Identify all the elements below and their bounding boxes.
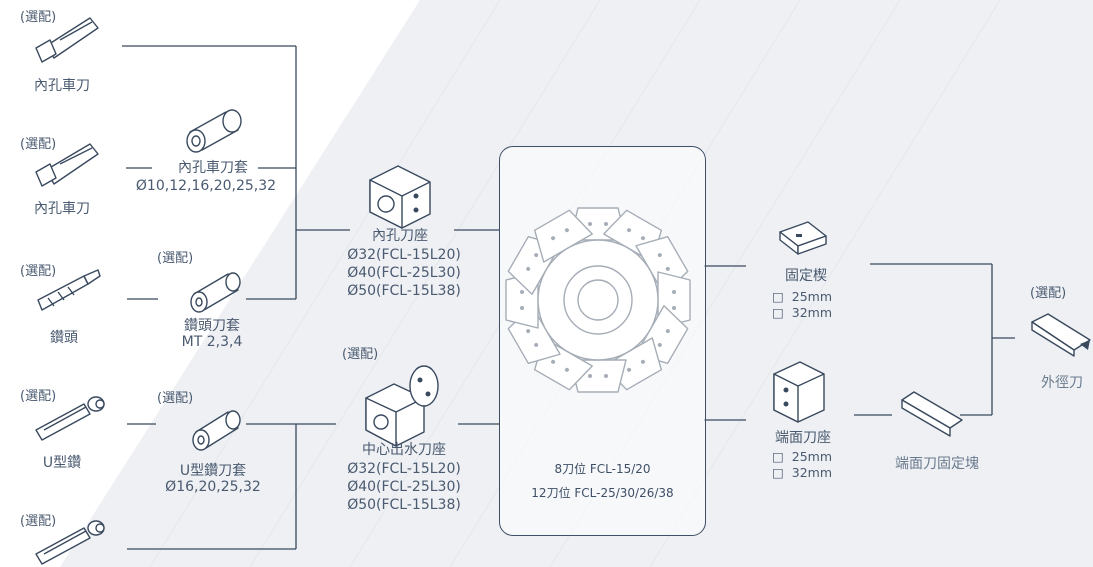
coolant-holder-spec: Ø40(FCL-25L30) [347,479,461,495]
fixed-wedge-size: □ 25mm [772,289,833,304]
optional-label: (選配) [20,10,57,25]
face-holder-icon [773,361,825,423]
u-drill-icon-1 [35,396,105,441]
connector-lines [122,45,1015,550]
face-block-icon [901,391,963,437]
od-tool-label: 外徑刀 [1041,375,1083,391]
drill-sleeve-icon [190,272,241,313]
optional-label: (選配) [342,347,379,362]
fixed-wedge-size: □ 32mm [772,305,833,320]
id-holder-spec: Ø40(FCL-25L30) [347,265,461,281]
boring-sleeve-icon [186,109,242,153]
boring-bar-icon-2 [35,143,99,187]
turret-spec-line2: 12刀位 FCL-25/30/26/38 [531,486,674,500]
u-drill-icon-2 [35,520,105,565]
optional-label: (選配) [20,514,57,529]
face-block-label: 端面刀固定塊 [895,456,979,472]
fixed-wedge-icon [779,221,827,255]
od-tool-icon [1031,313,1091,357]
optional-label: (選配) [20,389,57,404]
optional-label: (選配) [1030,286,1067,301]
turret-panel: 8刀位 FCL-15/20 12刀位 FCL-25/30/26/38 [499,146,706,536]
optional-label: (選配) [157,251,194,266]
id-holder-icon [369,165,431,229]
face-holder-size: □ 25mm [772,449,833,464]
face-holder-label: 端面刀座 [775,430,831,446]
drill-sleeve-sizes: MT 2,3,4 [181,334,243,350]
id-holder-spec: Ø50(FCL-15L38) [347,283,461,299]
u-drill-sleeve-label: U型鑽刀套 [179,463,247,479]
boring-sleeve-sizes: Ø10,12,16,20,25,32 [135,178,277,194]
coolant-holder-spec: Ø32(FCL-15L20) [347,461,461,477]
face-holder-size: □ 32mm [772,465,833,480]
id-holder-label: 內孔刀座 [372,228,428,244]
boring-bar-icon-1 [35,17,99,63]
optional-label: (選配) [20,264,57,279]
boring-bar-label-1: 內孔車刀 [34,78,90,94]
drill-icon [37,269,101,311]
coolant-holder-spec: Ø50(FCL-15L38) [347,497,461,513]
coolant-holder-label: 中心出水刀座 [362,442,446,458]
id-holder-spec: Ø32(FCL-15L20) [347,247,461,263]
u-drill-sleeve-icon [192,410,241,451]
u-drill-sleeve-sizes: Ø16,20,25,32 [165,479,261,495]
boring-bar-label-2: 內孔車刀 [34,201,90,217]
drill-label: 鑽頭 [50,330,78,346]
drill-sleeve-label: 鑽頭刀套 [184,318,240,334]
boring-sleeve-label: 內孔車刀套 [178,160,248,176]
coolant-holder-icon [365,365,439,447]
optional-label: (選配) [157,391,194,406]
u-drill-label: U型鑽 [42,455,82,471]
turret-spec-line1: 8刀位 FCL-15/20 [554,462,651,476]
optional-label: (選配) [20,137,57,152]
fixed-wedge-label: 固定楔 [785,268,827,284]
